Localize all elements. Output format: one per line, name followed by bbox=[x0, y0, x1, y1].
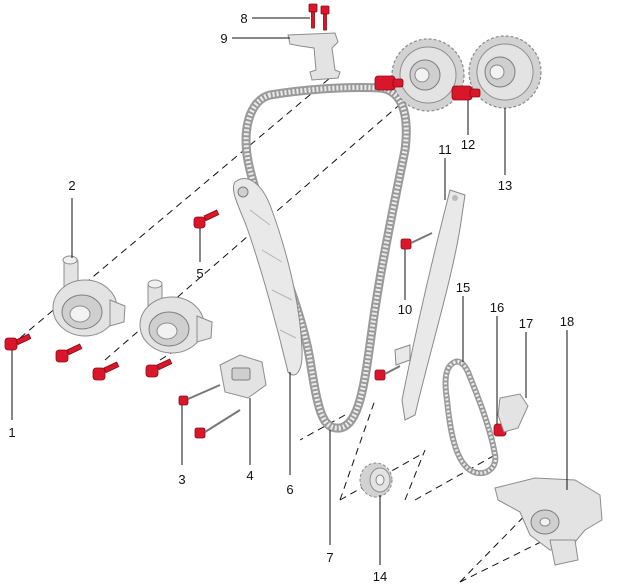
callout-11: 11 bbox=[438, 142, 452, 157]
vvt-actuator-right bbox=[139, 279, 213, 354]
callout-15: 15 bbox=[456, 280, 470, 295]
camshaft-sprocket-intake bbox=[391, 38, 465, 112]
callout-4: 4 bbox=[246, 468, 253, 483]
callout-1: 1 bbox=[8, 425, 15, 440]
callout-7: 7 bbox=[326, 550, 333, 565]
leader-lines bbox=[11, 17, 568, 565]
callout-5: 5 bbox=[196, 266, 203, 281]
callout-6: 6 bbox=[286, 482, 293, 497]
callout-12: 12 bbox=[461, 137, 475, 152]
camshaft-sprocket-exhaust bbox=[468, 35, 542, 109]
sprocket-bolts bbox=[374, 75, 481, 101]
callout-17: 17 bbox=[519, 316, 533, 331]
vvt-actuator-left bbox=[52, 255, 126, 337]
oil-pump-tensioner bbox=[497, 393, 529, 433]
callout-18: 18 bbox=[560, 314, 574, 329]
callout-labels: 1 2 3 4 5 6 7 8 9 10 11 12 13 14 15 16 1… bbox=[8, 11, 574, 584]
callout-9: 9 bbox=[220, 31, 227, 46]
bracket bbox=[287, 32, 341, 81]
crankshaft-sprocket bbox=[359, 462, 393, 498]
oil-pump-chain bbox=[442, 358, 499, 477]
callout-8: 8 bbox=[240, 11, 247, 26]
bracket-bolts bbox=[308, 3, 330, 31]
callout-13: 13 bbox=[498, 178, 512, 193]
callout-14: 14 bbox=[373, 569, 387, 584]
chain-tensioner bbox=[219, 354, 267, 399]
callout-10: 10 bbox=[398, 302, 412, 317]
oil-pump bbox=[494, 477, 603, 566]
fixed-guide-rail bbox=[394, 189, 466, 421]
callout-16: 16 bbox=[490, 300, 504, 315]
callout-3: 3 bbox=[178, 472, 185, 487]
tensioner-guide-rail bbox=[232, 178, 303, 376]
loose-bolts bbox=[4, 209, 517, 439]
callout-2: 2 bbox=[68, 178, 75, 193]
